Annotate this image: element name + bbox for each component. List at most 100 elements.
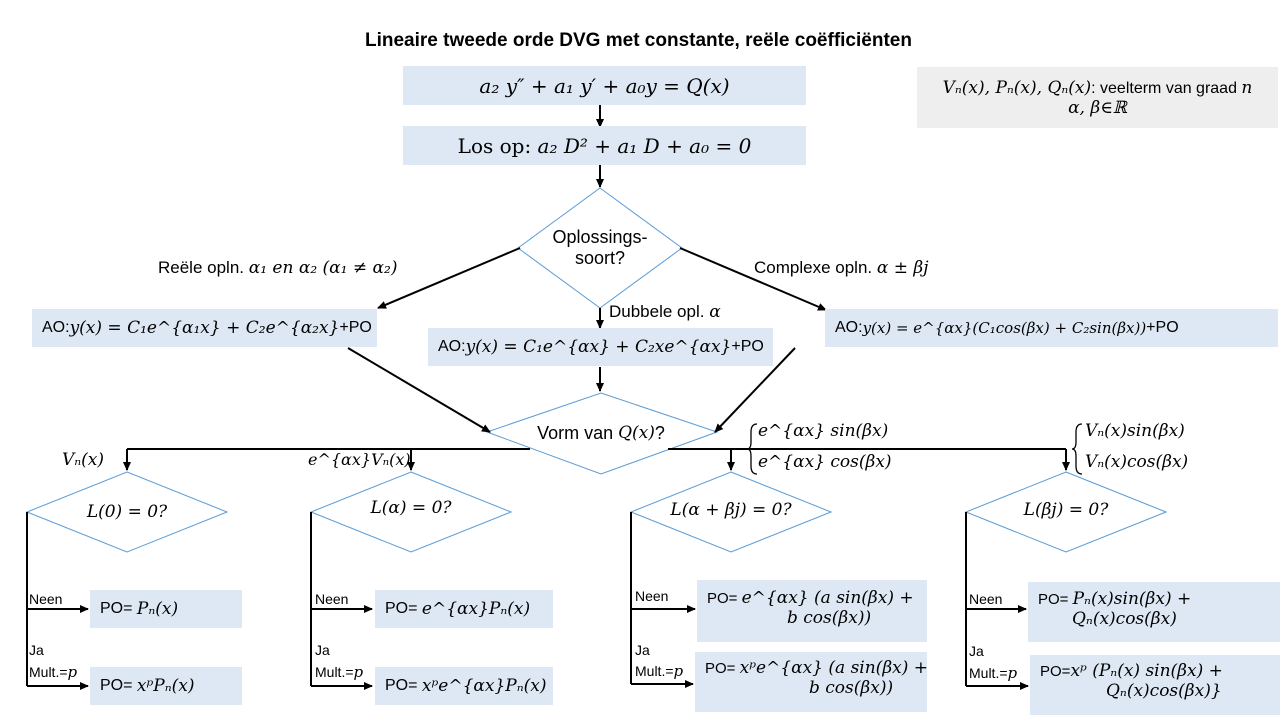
solve-box: Los op: a₂ D² + a₁ D + a₀ = 0: [403, 126, 806, 165]
case-1-ja: Ja: [29, 642, 44, 658]
case-2-mult-var: p: [353, 663, 364, 681]
case-1-po-ja-box: PO= xᵖPₙ(x): [90, 667, 242, 705]
case-4-po-neen-prefix: PO=: [1038, 591, 1073, 608]
ao-real-math: y(x) = C₁e^{α₁x} + C₂e^{α₂x}: [69, 318, 340, 338]
decision-diamond-case-3: [629, 471, 833, 553]
characteristic-equation: a₂ D² + a₁ D + a₀ = 0: [537, 133, 752, 158]
ao-real-suffix: +PO: [339, 319, 372, 336]
case-3-po-neen-box: PO= e^{αx} (a sin(βx) + b cos(βx)): [697, 580, 927, 642]
case-3-mult-var: p: [673, 662, 684, 680]
case-4-po-neen-line1: Pₙ(x)sin(βx) +: [1072, 589, 1192, 609]
equation-box: a₂ y″ + a₁ y′ + a₀y = Q(x): [403, 66, 806, 105]
decision-form-text: Vorm van Q(x)?: [515, 418, 687, 448]
case-4-test: L(βj) = 0?: [1023, 500, 1109, 520]
decision-diamond-case-4: [964, 471, 1168, 553]
branch-complex-text: Complexe opln.: [754, 258, 877, 277]
branch-double-math: α: [709, 302, 721, 322]
case-2-po-neen-math: e^{αx}Pₙ(x): [421, 599, 531, 619]
case-2-po-neen-box: PO= e^{αx}Pₙ(x): [375, 590, 553, 628]
branch-real-text: Reële opln.: [158, 258, 249, 277]
case-4-po-ja-line2: Qₙ(x)cos(βx)}: [1106, 681, 1222, 701]
case-1-mult-var: p: [67, 663, 78, 681]
case-4-form-line1: Vₙ(x)sin(βx): [1085, 421, 1185, 441]
case-4-mult: Mult.=p: [969, 664, 1017, 683]
case-3-ja: Ja: [635, 642, 650, 658]
case-2-test: L(α) = 0?: [370, 498, 452, 518]
case-2-neen: Neen: [315, 591, 349, 607]
ao-complex-math: y(x) = e^{αx}(C₁cos(βx) + C₂sin(βx)): [862, 319, 1147, 337]
legend-polynomials: Vₙ(x), Pₙ(x), Qₙ(x): [942, 77, 1092, 98]
ao-complex-box: AO: y(x) = e^{αx}(C₁cos(βx) + C₂sin(βx))…: [825, 309, 1278, 347]
case-3-po-ja-prefix: PO=: [705, 660, 740, 677]
branch-real-label: Reële opln. α₁ en α₂ (α₁ ≠ α₂): [158, 258, 397, 278]
case-4-po-ja-box: PO=xᵖ (Pₙ(x) sin(βx) + Qₙ(x)cos(βx)}: [1030, 655, 1280, 715]
case-2-po-ja-box: PO= xᵖe^{αx}Pₙ(x): [375, 667, 553, 705]
ao-complex-suffix: +PO: [1146, 319, 1179, 336]
decision-form-prefix: Vorm van: [537, 422, 619, 443]
case-1-po-neen-box: PO= Pₙ(x): [90, 590, 242, 628]
legend-real-params: α, β∈ℝ: [1068, 97, 1127, 118]
diagram-title: Lineaire tweede orde DVG met constante, …: [365, 30, 912, 51]
case-1-test: L(0) = 0?: [86, 502, 168, 522]
decision-diamond-form: [485, 392, 719, 475]
case-4-neen: Neen: [969, 591, 1003, 607]
case-3-mult: Mult.=p: [635, 662, 683, 681]
branch-real-math: α₁ en α₂ (α₁ ≠ α₂): [248, 258, 398, 278]
decision-type-line1: Oplossings-: [552, 227, 648, 247]
decision-form-suffix: ?: [654, 422, 665, 443]
brace-case-3: [746, 423, 758, 475]
decision-diamond-case-1: [25, 471, 229, 553]
case-2-mult: Mult.=p: [315, 663, 363, 682]
case-1-neen: Neen: [29, 591, 63, 607]
case-2-ja: Ja: [315, 642, 330, 658]
case-1-po-ja-prefix: PO=: [100, 677, 137, 694]
decision-diamond-case-2: [309, 471, 513, 553]
case-3-po-ja-line2: b cos(βx)): [809, 678, 894, 698]
ao-complex-prefix: AO:: [835, 319, 863, 336]
case-3-form-line2: e^{αx} cos(βx): [758, 452, 892, 472]
decision-type-line2: soort?: [574, 248, 626, 268]
case-2-form: e^{αx}Vₙ(x): [308, 450, 411, 469]
decision-form-math: Q(x): [618, 423, 655, 443]
ao-double-math: y(x) = C₁e^{αx} + C₂xe^{αx}: [465, 337, 732, 357]
case-3-po-ja-box: PO= xᵖe^{αx} (a sin(βx) + b cos(βx)): [695, 652, 929, 712]
case-4-po-ja-line1: xᵖ (Pₙ(x) sin(βx) +: [1070, 661, 1223, 681]
case-3-po-neen-prefix: PO=: [707, 590, 742, 607]
ao-real-box: AO: y(x) = C₁e^{α₁x} + C₂e^{α₂x}+PO: [32, 309, 377, 347]
case-2-mult-label: Mult.=: [315, 664, 354, 680]
case-3-po-neen-line2: b cos(βx)): [787, 608, 872, 628]
differential-equation: a₂ y″ + a₁ y′ + a₀y = Q(x): [479, 73, 730, 98]
branch-double-label: Dubbele opl. α: [609, 302, 721, 322]
case-1-form: Vₙ(x): [62, 450, 105, 470]
case-1-po-neen-math: Pₙ(x): [136, 599, 179, 619]
case-4-po-ja-prefix: PO=: [1040, 663, 1071, 680]
branch-complex-label: Complexe opln. α ± βj: [754, 258, 928, 278]
ao-double-prefix: AO:: [438, 338, 466, 355]
ao-real-prefix: AO:: [42, 319, 70, 336]
case-2-po-neen-prefix: PO=: [385, 600, 422, 617]
legend-box: Vₙ(x), Pₙ(x), Qₙ(x): veelterm van graad …: [917, 67, 1278, 128]
solve-prefix: Los op:: [457, 133, 538, 158]
case-4-po-neen-box: PO= Pₙ(x)sin(βx) + Qₙ(x)cos(βx): [1028, 582, 1280, 642]
case-3-test: L(α + βj) = 0?: [670, 500, 792, 520]
ao-double-suffix: +PO: [731, 338, 764, 355]
branch-double-text: Dubbele opl.: [609, 302, 710, 321]
case-3-po-ja-line1: xᵖe^{αx} (a sin(βx) +: [739, 658, 929, 678]
decision-type-text: Oplossings- soort?: [540, 218, 660, 278]
case-4-mult-label: Mult.=: [969, 665, 1008, 681]
case-2-po-ja-prefix: PO=: [385, 677, 422, 694]
brace-case-4: [1071, 423, 1083, 475]
legend-description: : veelterm van graad: [1091, 79, 1242, 97]
case-3-neen: Neen: [635, 588, 669, 604]
case-3-po-neen-line1: e^{αx} (a sin(βx) +: [741, 588, 914, 608]
case-4-mult-var: p: [1007, 664, 1018, 682]
case-1-po-neen-prefix: PO=: [100, 600, 137, 617]
case-1-mult: Mult.=p: [29, 663, 77, 682]
legend-degree-var: n: [1241, 77, 1253, 98]
case-3-mult-label: Mult.=: [635, 663, 674, 679]
case-2-po-ja-math: xᵖe^{αx}Pₙ(x): [421, 676, 547, 696]
case-3-form-line1: e^{αx} sin(βx): [758, 421, 889, 441]
case-4-ja: Ja: [969, 643, 984, 659]
ao-double-box: AO: y(x) = C₁e^{αx} + C₂xe^{αx}+PO: [428, 328, 773, 366]
